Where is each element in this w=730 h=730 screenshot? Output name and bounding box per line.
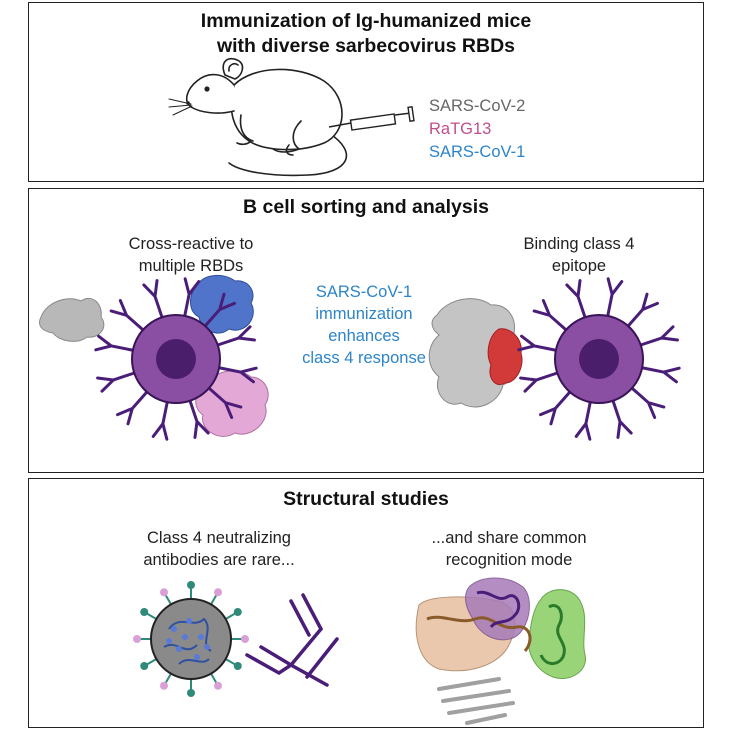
p3-right-caption-line1: ...and share common — [431, 529, 587, 547]
antibody-icon — [519, 371, 559, 393]
spike-tip-icon — [187, 581, 195, 589]
antibody-icon — [532, 299, 568, 332]
antibody-icon — [188, 399, 210, 439]
antibody-icon — [626, 292, 659, 328]
antibody-icon — [116, 390, 149, 426]
panel3-title: Structural studies — [283, 488, 449, 510]
panel-bcell-sorting: B cell sorting and analysis Cross-reacti… — [28, 188, 704, 473]
antibody-icon — [217, 366, 258, 384]
antibody-icon — [96, 371, 136, 393]
center-text-line4: class 4 response — [302, 349, 426, 367]
strain-ratg13: RaTG13 — [429, 120, 492, 138]
center-text-line2: immunization — [315, 305, 413, 323]
antibody-icon — [539, 390, 572, 426]
antibody-icon — [142, 279, 164, 319]
spike-tip-icon — [187, 689, 195, 697]
virus-particle-icon — [133, 581, 249, 697]
virus-protein-dot — [166, 638, 172, 644]
structural-illustration — [133, 577, 586, 725]
complex-structure — [415, 577, 586, 725]
spike-tip-icon — [233, 608, 242, 616]
strain-sars-cov-1: SARS-CoV-1 — [429, 143, 526, 161]
spike-tip-icon — [241, 635, 249, 643]
virus-protein-dot — [176, 646, 182, 652]
p3-left-caption-line2: antibodies are rare... — [143, 551, 295, 569]
antibody-icon — [517, 334, 558, 352]
mouse-icon — [168, 57, 348, 177]
spike-tip-icon — [140, 662, 149, 670]
left-caption-line2: multiple RBDs — [138, 257, 244, 275]
bcell-left-icon — [94, 277, 258, 441]
antibody-icon — [216, 325, 256, 347]
antibody-icon — [611, 399, 633, 439]
antibody-icon — [574, 400, 592, 441]
antibody-icon — [109, 299, 145, 332]
p3-right-caption-line2: recognition mode — [445, 551, 573, 569]
rbd-gray-left — [39, 297, 105, 342]
spike-tip-icon — [160, 681, 168, 690]
virus-protein-dot — [182, 634, 188, 640]
antibody-icon — [565, 279, 587, 319]
center-text-line3: enhances — [328, 327, 400, 345]
strain-sars-cov-2: SARS-CoV-2 — [429, 97, 526, 115]
virus-protein-dot — [171, 626, 177, 632]
bcell-right-icon — [517, 277, 681, 441]
center-text-line1: SARS-CoV-1 — [315, 283, 413, 301]
left-caption-line1: Cross-reactive to — [128, 235, 254, 253]
antibody-icon — [606, 277, 624, 318]
antibody-icon — [203, 292, 236, 328]
epitope-red — [487, 328, 523, 385]
antibody-icon — [183, 277, 201, 318]
antibody-icon — [639, 325, 679, 347]
virus-protein-dot — [194, 654, 200, 660]
antibody-icon — [207, 386, 243, 419]
p3-left-caption-line1: Class 4 neutralizing — [147, 529, 291, 547]
spike-tip-icon — [214, 681, 222, 690]
antibody-icon — [151, 400, 169, 441]
antibody-free-icon — [245, 593, 339, 687]
spike-tip-icon — [214, 588, 222, 597]
panel1-title-line1: Immunization of Ig-humanized mice — [200, 10, 532, 32]
syringe-icon — [328, 105, 415, 131]
antibody-icon — [94, 334, 135, 352]
spike-tip-icon — [160, 588, 168, 597]
antibody-icon — [640, 366, 681, 384]
bcell-nucleus — [156, 339, 196, 379]
right-caption-line1: Binding class 4 — [523, 235, 635, 253]
panel-immunization: Immunization of Ig-humanized mice with d… — [28, 2, 704, 182]
mouse-syringe-illustration — [168, 57, 415, 177]
virus-protein-dot — [186, 618, 192, 624]
virus-protein-dot — [204, 644, 210, 650]
panel-structural-studies: Structural studies Class 4 neutralizing … — [28, 478, 704, 728]
spike-tip-icon — [233, 662, 242, 670]
right-caption-line2: epitope — [551, 257, 607, 275]
bcell-illustration — [39, 275, 681, 441]
spike-tip-icon — [133, 635, 141, 643]
antibody-icon — [630, 386, 666, 419]
panel2-title: B cell sorting and analysis — [243, 196, 489, 218]
virus-protein-dot — [198, 634, 204, 640]
panel1-title-line2: with diverse sarbecovirus RBDs — [216, 35, 516, 57]
bcell-nucleus — [579, 339, 619, 379]
spike-tip-icon — [140, 608, 149, 616]
